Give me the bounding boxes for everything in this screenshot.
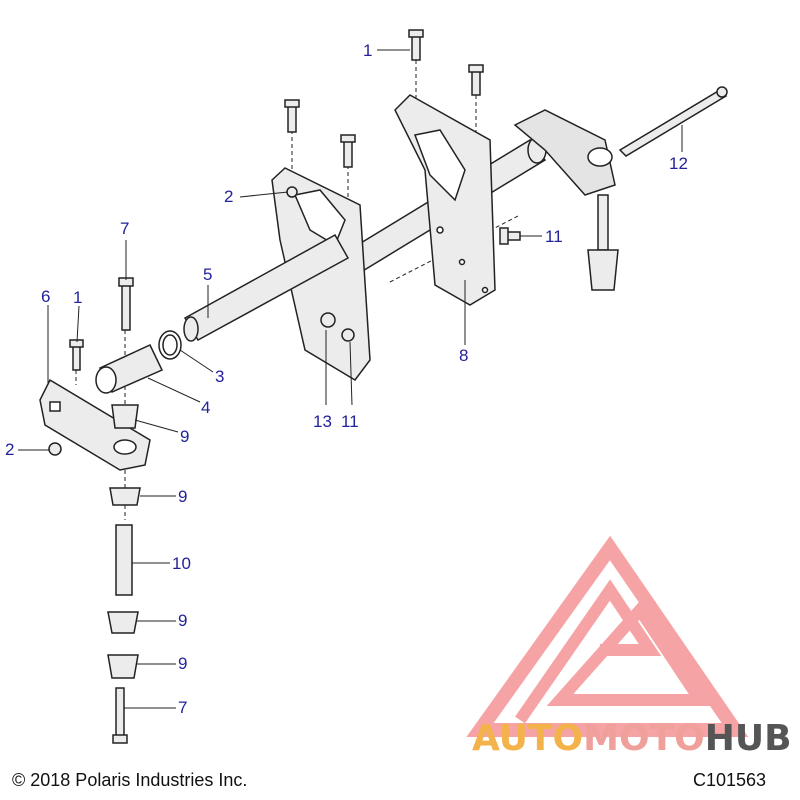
watermark-moto: MOTO (583, 718, 705, 759)
callout-label: 3 (215, 367, 225, 386)
callout-label: 11 (341, 412, 359, 431)
callout-label: 9 (180, 427, 190, 446)
callout-label: 4 (201, 398, 211, 417)
callout-label: 5 (203, 265, 213, 284)
callout-label: 1 (363, 41, 373, 60)
leader-lines (18, 49, 683, 709)
callout-label: 2 (224, 187, 234, 206)
watermark-wordmark: AUTOMOTOHUB (472, 718, 792, 759)
watermark-hub: HUB (704, 718, 792, 759)
callout-label: 13 (313, 412, 332, 431)
callout-label: 1 (73, 288, 83, 307)
copyright-text: © 2018 Polaris Industries Inc. (12, 770, 248, 790)
callout-label: 10 (172, 554, 191, 573)
callout-label: 12 (669, 154, 688, 173)
bracket-8 (394, 94, 496, 306)
shaft-5 (183, 233, 350, 342)
isolator-stack (107, 404, 141, 679)
arm-6 (39, 378, 151, 471)
callout-label: 7 (120, 219, 130, 238)
callout-label: 9 (178, 487, 188, 506)
diagram-code: C101563 (693, 770, 767, 790)
callout-label: 2 (5, 440, 15, 459)
callout-label: 9 (178, 654, 188, 673)
bushing-4 (95, 344, 164, 394)
watermark-auto: AUTO (472, 718, 584, 759)
watermark-logo (466, 535, 749, 737)
link-assembly-12 (513, 86, 728, 291)
callout-label: 11 (545, 227, 563, 246)
callout-label: 7 (178, 698, 188, 717)
ring-3 (158, 330, 182, 360)
bracket-center (271, 167, 371, 381)
callout-label: 9 (178, 611, 188, 630)
callout-label: 8 (459, 346, 469, 365)
bolts (48, 29, 521, 744)
callout-label: 6 (41, 287, 51, 306)
